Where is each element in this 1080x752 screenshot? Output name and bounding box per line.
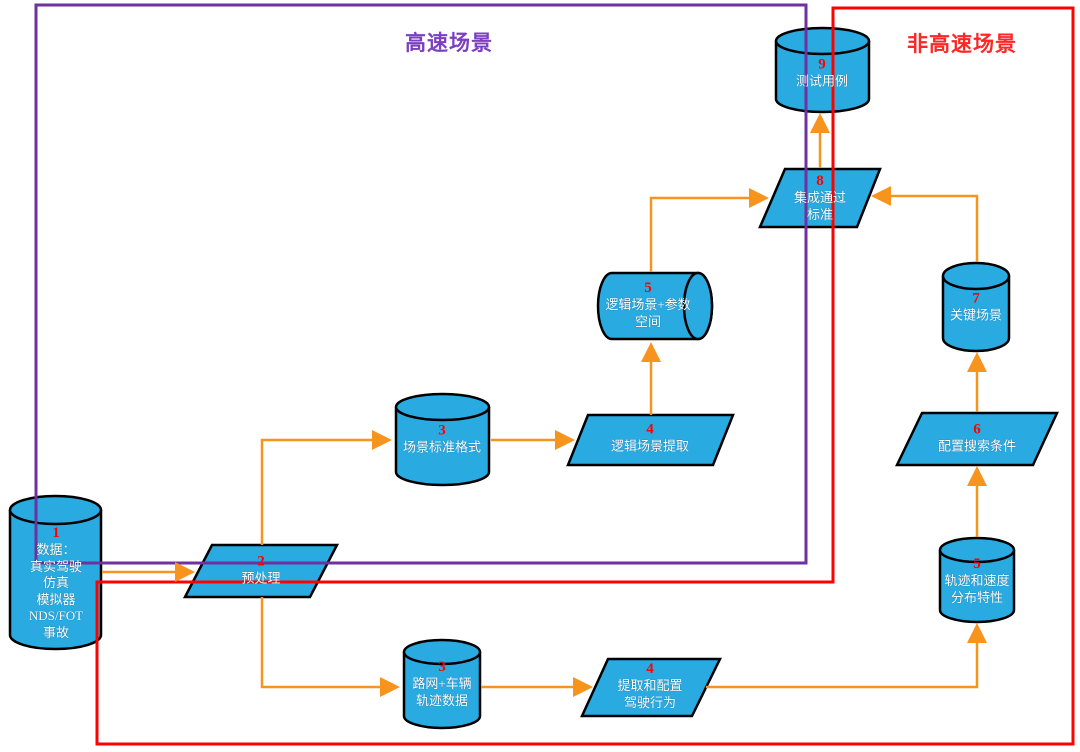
edge-preprocess-to-road-network bbox=[260, 597, 400, 697]
node-shapes bbox=[8, 26, 1059, 730]
non-highway-region-label: 非高速场景 bbox=[907, 32, 1017, 56]
node-extract-configure-driving-behavior-shape bbox=[580, 657, 723, 718]
node-preprocess-shape bbox=[182, 543, 340, 599]
node-data-source-shape bbox=[8, 494, 103, 651]
node-configure-search-conditions-shape bbox=[895, 411, 1059, 467]
node-critical-scenarios-shape bbox=[941, 261, 1011, 353]
node-trajectory-speed-distribution-shape bbox=[938, 536, 1016, 624]
edge-preprocess-to-standard-format bbox=[260, 430, 392, 545]
node-road-network-vehicle-trajectory-data-shape bbox=[402, 638, 482, 730]
node-test-cases-shape bbox=[774, 26, 871, 114]
flow-arrows bbox=[102, 113, 987, 697]
node-logical-scenario-parameter-space-shape bbox=[596, 271, 714, 341]
edge-driving-behavior-to-distribution bbox=[706, 623, 987, 689]
non-highway-region-box bbox=[95, 6, 1075, 746]
highway-region-box bbox=[34, 3, 808, 565]
edge-critical-scenarios-to-integration bbox=[871, 186, 979, 262]
node-logical-scenario-extraction-shape bbox=[566, 413, 735, 467]
node-integration-pass-criteria-shape bbox=[758, 167, 882, 229]
node-scenario-standard-format-shape bbox=[394, 392, 491, 487]
highway-region-label: 高速场景 bbox=[405, 31, 493, 55]
edge-parameter-space-to-integration bbox=[649, 188, 769, 272]
